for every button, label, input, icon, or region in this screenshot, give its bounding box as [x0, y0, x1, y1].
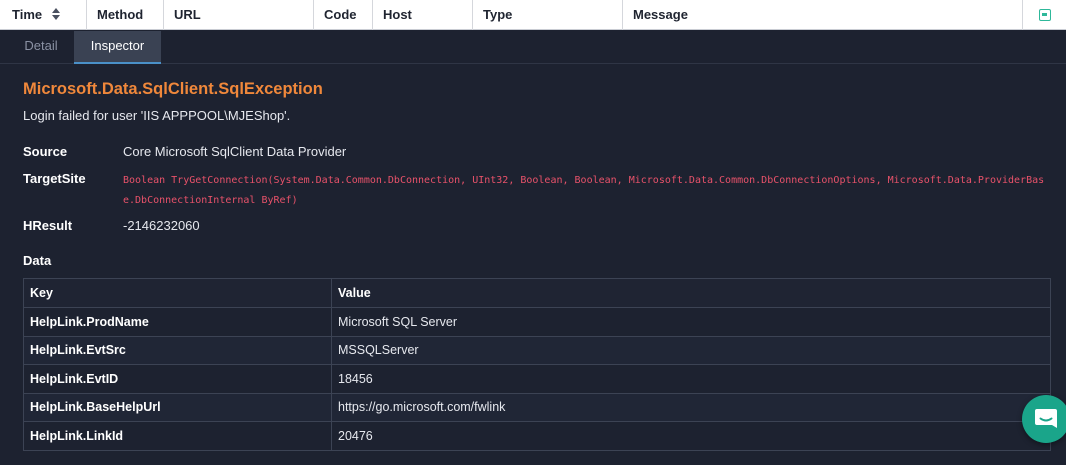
chat-icon: [1035, 409, 1057, 428]
chat-button[interactable]: [1022, 395, 1066, 443]
data-value: https://go.microsoft.com/fwlink: [331, 392, 1051, 422]
column-header-label: Message: [633, 7, 688, 22]
data-key: HelpLink.LinkId: [23, 421, 332, 451]
data-table: Key Value HelpLink.ProdName Microsoft SQ…: [23, 278, 1051, 451]
exception-type: Microsoft.Data.SqlClient.SqlException: [23, 80, 323, 98]
expand-icon[interactable]: [1038, 9, 1051, 21]
value-header: Value: [331, 278, 1051, 308]
column-header-time[interactable]: Time: [0, 0, 87, 30]
log-table-header: Time Method URL Code Host Type Message: [0, 0, 1066, 30]
column-header-host[interactable]: Host: [373, 0, 473, 30]
column-header-code[interactable]: Code: [314, 0, 373, 30]
hresult-value: -2146232060: [123, 218, 200, 233]
table-row: HelpLink.EvtSrc MSSQLServer: [23, 335, 1051, 365]
column-header-method[interactable]: Method: [87, 0, 164, 30]
detail-tabbar: Detail Inspector: [0, 31, 1066, 64]
data-key: HelpLink.EvtSrc: [23, 335, 332, 365]
data-heading: Data: [23, 253, 52, 268]
table-row: HelpLink.EvtID 18456: [23, 364, 1051, 394]
data-value: MSSQLServer: [331, 335, 1051, 365]
column-header-label: Host: [383, 7, 412, 22]
tab-inspector[interactable]: Inspector: [74, 31, 161, 64]
table-row: HelpLink.BaseHelpUrl https://go.microsof…: [23, 392, 1051, 422]
data-key: HelpLink.EvtID: [23, 364, 332, 394]
hresult-label: HResult: [23, 218, 73, 233]
data-table-header-row: Key Value: [23, 278, 1051, 308]
exception-message: Login failed for user 'IIS APPPOOL\MJESh…: [23, 108, 291, 123]
expand-toggle[interactable]: [1023, 0, 1066, 30]
data-value: 18456: [331, 364, 1051, 394]
data-value: 20476: [331, 421, 1051, 451]
column-header-message[interactable]: Message: [623, 0, 1023, 30]
column-header-label: Time: [12, 7, 43, 22]
data-key: HelpLink.BaseHelpUrl: [23, 392, 332, 422]
column-header-label: Method: [97, 7, 144, 22]
column-header-label: Type: [483, 7, 513, 22]
tab-detail[interactable]: Detail: [24, 38, 58, 53]
source-label: Source: [23, 144, 68, 159]
key-header: Key: [23, 278, 332, 308]
column-header-type[interactable]: Type: [473, 0, 623, 30]
targetsite-value: Boolean TryGetConnection(System.Data.Com…: [123, 175, 1045, 206]
targetsite-label: TargetSite: [23, 171, 86, 186]
column-header-label: URL: [174, 7, 201, 22]
column-header-label: Code: [324, 7, 357, 22]
source-value: Core Microsoft SqlClient Data Provider: [123, 144, 347, 159]
data-value: Microsoft SQL Server: [331, 307, 1051, 337]
column-header-url[interactable]: URL: [164, 0, 314, 30]
sort-icon[interactable]: [51, 8, 60, 20]
data-key: HelpLink.ProdName: [23, 307, 332, 337]
table-row: HelpLink.ProdName Microsoft SQL Server: [23, 307, 1051, 337]
table-row: HelpLink.LinkId 20476: [23, 421, 1051, 451]
